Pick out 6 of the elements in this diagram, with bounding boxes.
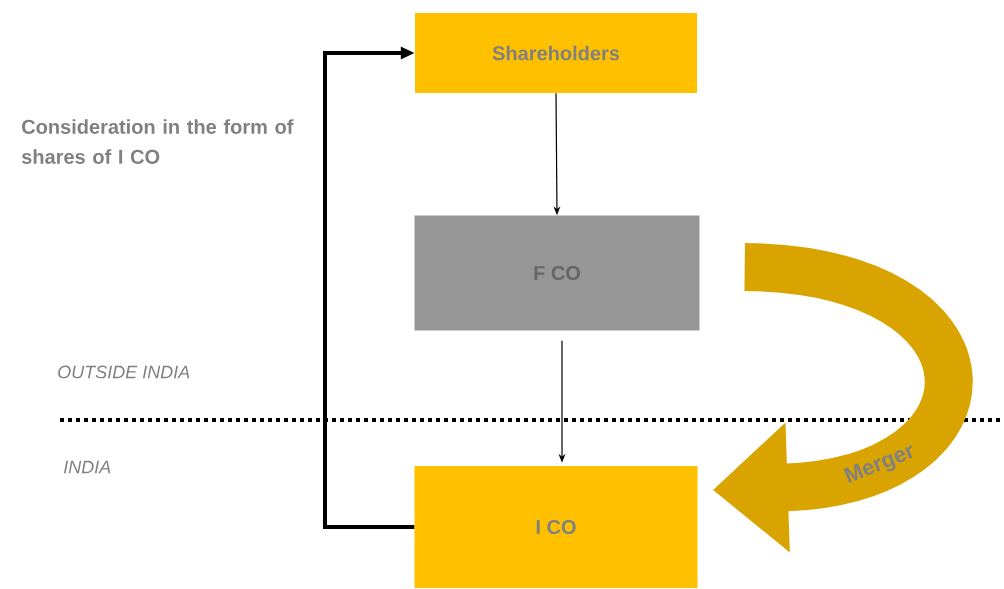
company-box: Shareholders [415, 13, 697, 93]
arrow [323, 46, 415, 529]
region-label: INDIA [63, 460, 111, 474]
edge-label: Consideration in the form of shares of I CO [20, 118, 308, 165]
region-label: OUTSIDE INDIA [58, 365, 190, 379]
company-box: I CO [414, 466, 698, 588]
